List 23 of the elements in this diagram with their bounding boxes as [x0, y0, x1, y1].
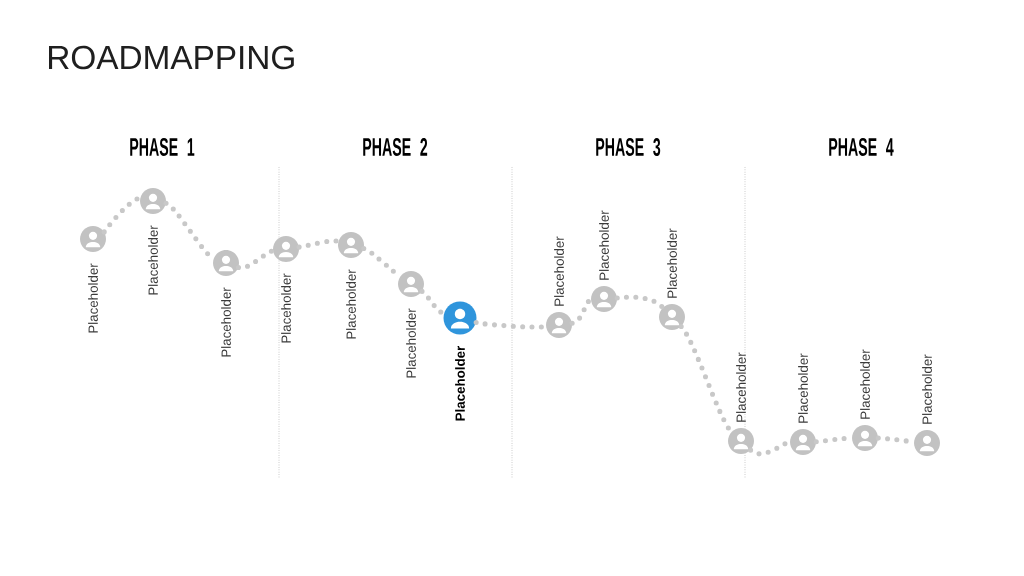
milestone-label: Placeholder: [281, 273, 291, 343]
dotted-connector: [235, 248, 276, 271]
milestone-label: Placeholder: [148, 225, 158, 295]
milestone-label: Placeholder: [599, 210, 609, 280]
milestone-label: Placeholder: [860, 349, 870, 419]
milestone-label: Placeholder: [922, 354, 932, 424]
phase-heading: PHASE 2: [363, 138, 428, 156]
phase-heading: PHASE 3: [596, 138, 661, 156]
page-title: ROADMAPPING: [49, 45, 294, 70]
milestone-label: Placeholder: [346, 269, 356, 339]
milestone-label: Placeholder: [554, 236, 564, 306]
milestone-label: Placeholder: [221, 287, 231, 357]
phase-heading: PHASE 4: [829, 138, 894, 156]
milestone-label: Placeholder: [667, 228, 677, 298]
dotted-connector: [296, 238, 341, 250]
milestone-label: Placeholder: [406, 308, 416, 378]
milestone-label: Placeholder: [88, 263, 98, 333]
milestone-label: Placeholder: [798, 353, 808, 423]
phase-heading: PHASE 1: [130, 138, 195, 156]
dotted-connector: [614, 294, 666, 310]
milestone-label: Placeholder: [455, 345, 465, 421]
dotted-connector: [569, 297, 594, 326]
milestone-label: Placeholder: [736, 352, 746, 422]
